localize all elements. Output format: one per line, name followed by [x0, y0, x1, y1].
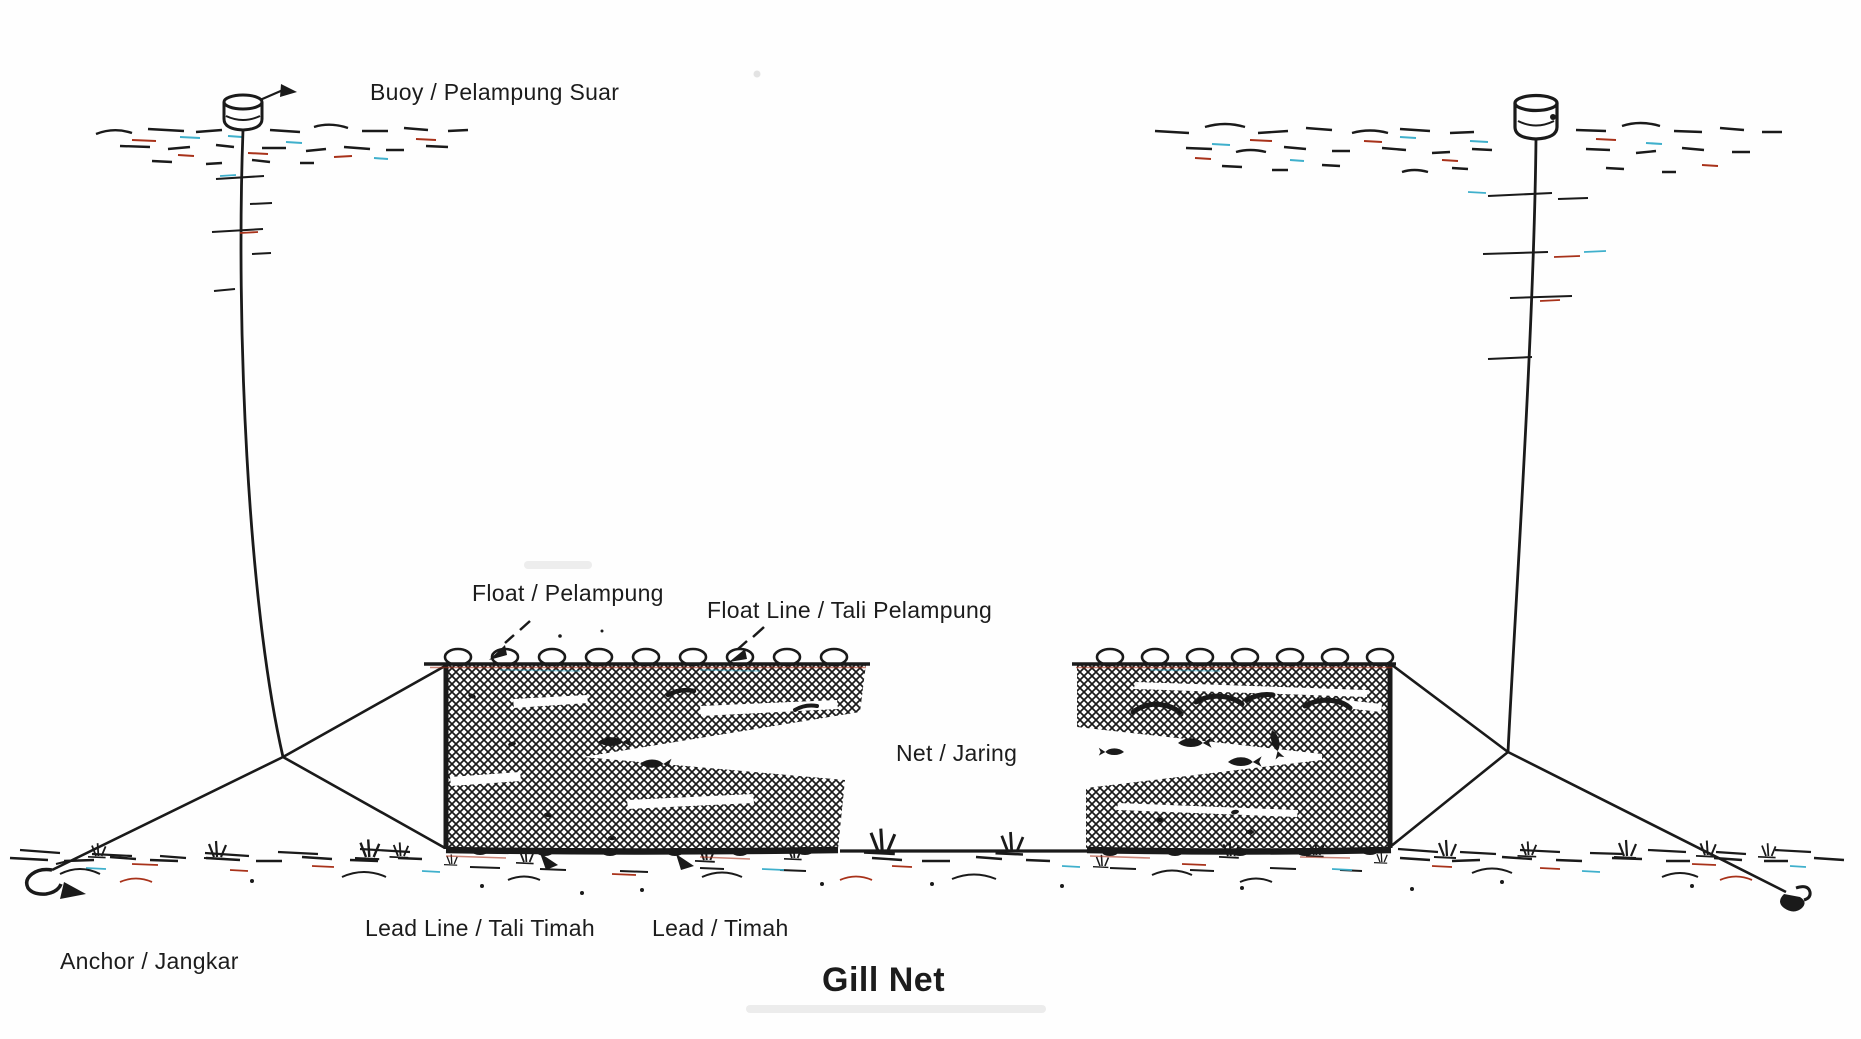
left-buoy-rope [211, 129, 285, 758]
left-buoy [222, 84, 297, 132]
lead-pointer-marks-icon [540, 853, 694, 870]
right-bridle-lines [1389, 663, 1787, 894]
diagram-title: Gill Net [822, 961, 946, 999]
floats-right [1095, 647, 1395, 667]
lead-line-left [445, 846, 839, 860]
water-surface-left [95, 123, 469, 166]
anchor-label: Anchor / Jangkar [60, 948, 239, 974]
float-label: Float / Pelampung [472, 580, 664, 606]
net-label: Net / Jaring [896, 740, 1018, 766]
scan-smudges [524, 70, 1046, 1013]
right-anchor [1780, 885, 1812, 912]
float-line-pointer-arrow-icon [729, 626, 765, 662]
floats-left [443, 647, 849, 667]
fish-group-right [1098, 692, 1353, 835]
right-buoy [1513, 93, 1559, 141]
buoy-flag-icon [280, 84, 297, 97]
buoy-label: Buoy / Pelampung Suar [370, 79, 620, 105]
fish-group-left [468, 687, 819, 841]
float-line-label: Float Line / Tali Pelampung [707, 597, 993, 623]
lead-line-right [1086, 846, 1392, 859]
net-panel-left [443, 664, 866, 849]
lead-line-label: Lead Line / Tali Timah [365, 915, 595, 941]
seafloor [9, 827, 1845, 895]
float-pointer-arrow-icon [489, 620, 531, 660]
left-bridle-lines [51, 664, 446, 872]
lead-label: Lead / Timah [652, 915, 789, 941]
stray-specks [558, 629, 604, 638]
right-buoy-rope [1467, 138, 1607, 753]
float-line-left [424, 662, 870, 672]
net-panel-right [1077, 664, 1393, 848]
float-line-right [1072, 662, 1396, 672]
water-surface-right [1154, 121, 1782, 174]
